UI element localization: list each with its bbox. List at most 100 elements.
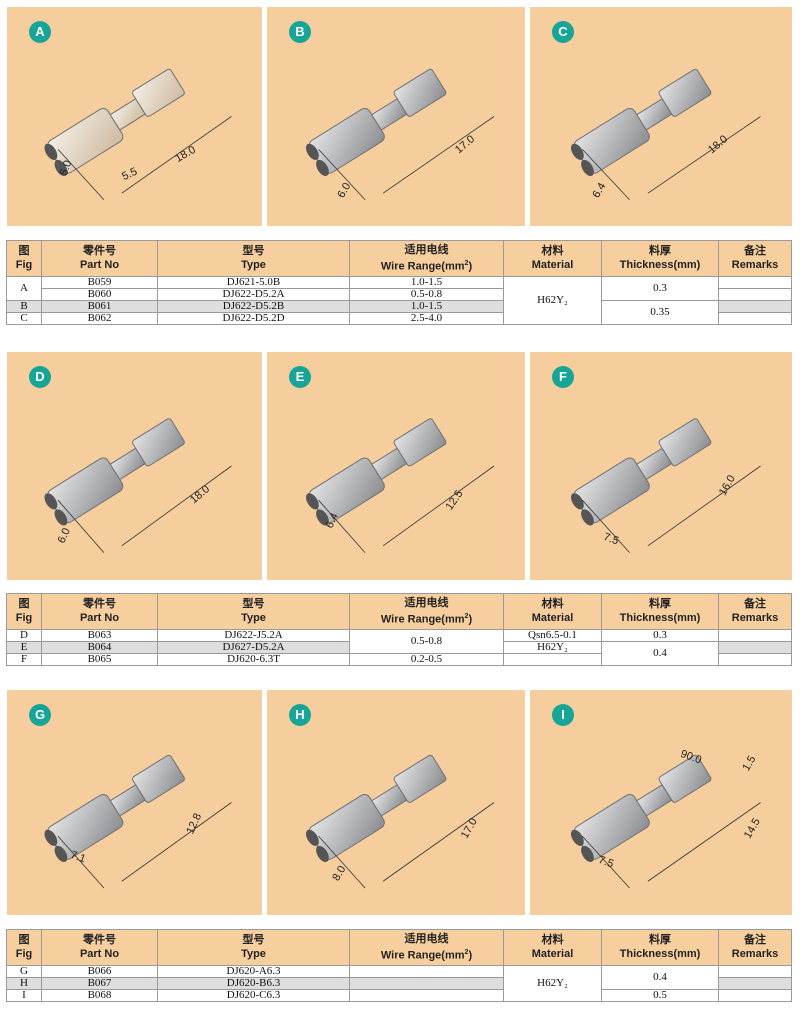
remarks [718, 652, 792, 666]
part-no: B060 [41, 287, 158, 301]
fig-cell: E [6, 640, 42, 654]
part-no: B064 [41, 640, 158, 654]
figure-badge: F [552, 366, 574, 388]
remarks [718, 275, 792, 289]
dimension-label: 6.4 [324, 511, 341, 530]
dimension-label: 18.0 [188, 483, 212, 506]
figure-badge: B [289, 21, 311, 43]
dimension-label: 7.5 [602, 531, 620, 548]
part-no: B059 [41, 275, 158, 289]
remarks [718, 640, 792, 654]
dimension-label: 18.0 [173, 144, 198, 165]
figure-badge: G [29, 704, 51, 726]
terminal-figure-c: C 6.4 18.0 [530, 7, 792, 226]
type: DJ620-6.3T [157, 652, 350, 666]
part-no: B066 [41, 964, 158, 978]
dimension-label: 14.5 [742, 816, 763, 841]
remarks [718, 299, 792, 313]
remarks [718, 964, 792, 978]
thickness: 0.5 [601, 988, 719, 1002]
terminal-icon: 6.412.5 [306, 418, 495, 553]
figure-badge: I [552, 704, 574, 726]
terminal-icon: 6.0 18.0 [44, 418, 232, 553]
material: H62Y₂ [503, 275, 602, 325]
wire-range [349, 976, 504, 990]
wire-range: 1.0-1.5 [349, 299, 504, 313]
wire-range: 0.2-0.5 [349, 652, 504, 666]
type: DJ622-D5.2A [157, 287, 350, 301]
terminal-icon: 7.516.0 [571, 418, 761, 553]
terminal-figure-d: D 6.0 18.0 [7, 352, 262, 580]
dimension-label: 17.0 [459, 816, 480, 841]
thickness: 0.4 [601, 964, 719, 990]
remarks [718, 988, 792, 1002]
remarks [718, 976, 792, 990]
type: DJ622-D5.2D [157, 311, 350, 325]
figure-badge: H [289, 704, 311, 726]
figure-badge: C [552, 21, 574, 43]
dimension-label: 7.5 [597, 854, 615, 871]
dimension-label: 1.5 [740, 754, 758, 773]
type: DJ620-C6.3 [157, 988, 350, 1002]
wire-range: 1.0-1.5 [349, 275, 504, 289]
type: DJ622-D5.2B [157, 299, 350, 313]
dimension-label: 7.1 [69, 849, 87, 866]
type: DJ620-A6.3 [157, 964, 350, 978]
fig-cell: I [6, 988, 42, 1002]
material: Qsn6.5-0.1 [503, 628, 602, 642]
terminal-icon: 8.017.0 [306, 754, 495, 889]
figure-badge: E [289, 366, 311, 388]
dimension-label: 5.0 [58, 159, 75, 177]
fig-cell: D [6, 628, 42, 642]
type: DJ621-5.0B [157, 275, 350, 289]
fig-cell: H [6, 976, 42, 990]
thickness: 0.35 [601, 299, 719, 325]
type: DJ620-B6.3 [157, 976, 350, 990]
part-no: B065 [41, 652, 158, 666]
part-no: B062 [41, 311, 158, 325]
remarks [718, 628, 792, 642]
wire-range: 0.5-0.8 [349, 628, 504, 654]
terminal-icon: 6.4 18.0 [571, 68, 761, 200]
dimension-label: 18.0 [706, 133, 730, 156]
thickness: 0.3 [601, 275, 719, 301]
fig-cell: G [6, 964, 42, 978]
part-no: B063 [41, 628, 158, 642]
part-no: B061 [41, 299, 158, 313]
wire-range [349, 964, 504, 978]
material: H62Y₂ [503, 640, 602, 654]
type: DJ622-J5.2A [157, 628, 350, 642]
dimension-label: 17.0 [453, 133, 477, 156]
figure-badge: D [29, 366, 51, 388]
material [503, 652, 602, 666]
dimension-label: 6.4 [590, 181, 608, 200]
dimension-label: 6.0 [56, 526, 73, 545]
